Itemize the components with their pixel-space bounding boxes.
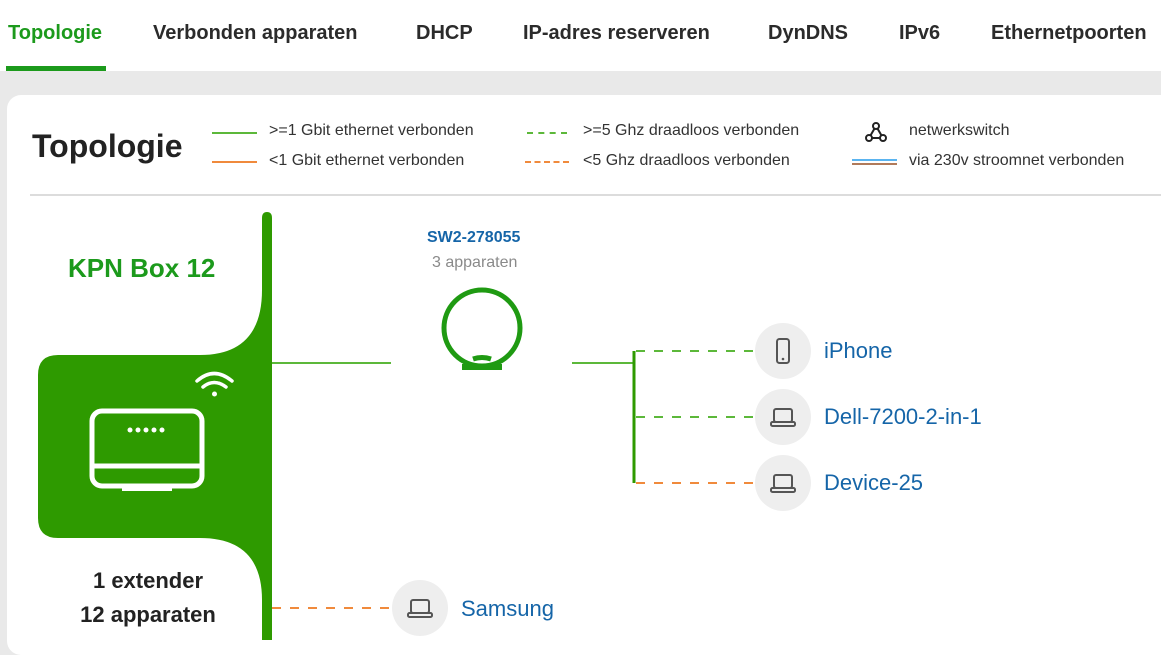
tab-ipv6[interactable]: IPv6	[899, 22, 941, 44]
switch-device-count: 3 apparaten	[432, 254, 518, 271]
tab-dyndns[interactable]: DynDNS	[768, 22, 849, 44]
router-name: KPN Box 12	[68, 253, 216, 283]
laptop-icon	[770, 474, 796, 493]
divider	[30, 194, 1161, 196]
tab-dhcp[interactable]: DHCP	[416, 22, 473, 44]
laptop-icon	[407, 599, 433, 618]
page-title: Topologie	[32, 128, 183, 164]
phone-icon	[776, 338, 790, 364]
legend-gbit-label: >=1 Gbit ethernet verbonden	[269, 122, 474, 139]
router-device-count: 12 apparaten	[80, 602, 216, 627]
tab-ip-adres-reserveren[interactable]: IP-adres reserveren	[523, 22, 710, 44]
laptop-icon	[770, 408, 796, 427]
device-dell-node[interactable]	[755, 389, 811, 445]
legend-sub5ghz-line	[525, 161, 569, 163]
legend-sub-gbit-line	[212, 161, 257, 163]
legend-powerline-line-blue	[852, 159, 897, 161]
legend-sub-gbit-label: <1 Gbit ethernet verbonden	[269, 152, 465, 169]
network-switch-icon	[865, 122, 887, 142]
tab-bar: Topologie Verbonden apparaten DHCP IP-ad…	[0, 0, 1161, 71]
router-icon	[89, 408, 205, 491]
device-device25-label[interactable]: Device-25	[824, 470, 924, 495]
device-samsung-node[interactable]	[392, 580, 448, 636]
router-extender-count: 1 extender	[92, 568, 204, 593]
tab-ethernetpoorten[interactable]: Ethernetpoorten	[991, 22, 1147, 44]
wifi-icon	[195, 371, 234, 397]
device-dell-label[interactable]: Dell-7200-2-in-1	[824, 404, 982, 429]
topology-diagram	[38, 212, 757, 640]
device-device25-node[interactable]	[755, 455, 811, 511]
switch-name[interactable]: SW2-278055	[427, 229, 521, 246]
active-tab-indicator	[6, 66, 106, 71]
legend-sub5ghz-label: <5 Ghz draadloos verbonden	[583, 152, 790, 169]
tab-topologie[interactable]: Topologie	[8, 22, 103, 44]
legend-powerline-label: via 230v stroomnet verbonden	[909, 152, 1125, 169]
device-iphone-node[interactable]	[755, 323, 811, 379]
legend-gbit-line	[212, 132, 257, 134]
legend-5ghz-line	[527, 132, 567, 134]
device-samsung-label[interactable]: Samsung	[461, 596, 554, 621]
legend-switch-label: netwerkswitch	[909, 122, 1010, 139]
router-trunk	[38, 212, 272, 640]
legend-powerline-line-brown	[852, 163, 897, 165]
switch-node-icon	[441, 287, 523, 370]
tab-verbonden-apparaten[interactable]: Verbonden apparaten	[153, 22, 358, 44]
device-iphone-label[interactable]: iPhone	[824, 338, 893, 363]
legend-5ghz-label: >=5 Ghz draadloos verbonden	[583, 122, 800, 139]
